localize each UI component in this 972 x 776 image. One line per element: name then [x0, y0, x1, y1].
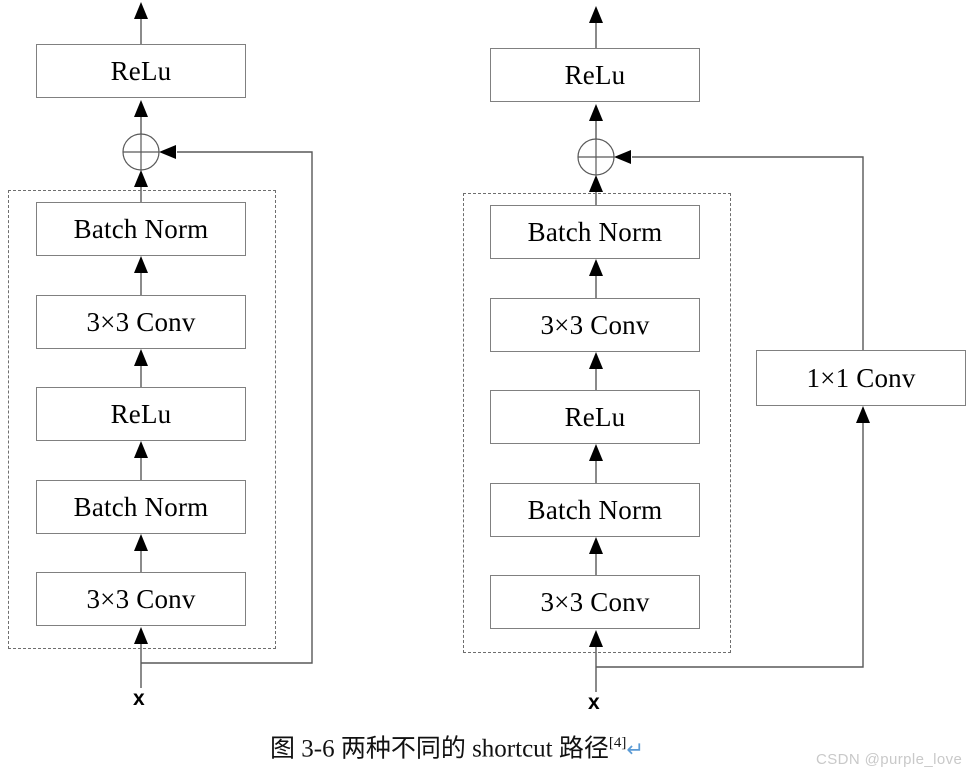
left-layer-batch-norm-1[interactable]: Batch Norm — [36, 480, 246, 534]
right-add-operator-circle — [577, 138, 615, 176]
right-layer-conv-2[interactable]: 3×3 Conv — [490, 298, 700, 352]
right-layer-batch-norm-1[interactable]: Batch Norm — [490, 483, 700, 537]
left-layer-relu-1[interactable]: ReLu — [36, 387, 246, 441]
right-relu-to-conv2-arrow — [589, 352, 603, 390]
left-relu-to-conv2-arrow — [134, 349, 148, 387]
right-layer-conv-1[interactable]: 3×3 Conv — [490, 575, 700, 629]
right-conv2-to-bn2-arrow — [589, 259, 603, 298]
left-bn1-to-relu-arrow — [134, 441, 148, 480]
right-projection-shortcut-upper-path — [614, 150, 864, 350]
right-output-relu-box[interactable]: ReLu — [490, 48, 700, 102]
left-layer-batch-norm-2[interactable]: Batch Norm — [36, 202, 246, 256]
right-conv1-to-bn1-arrow — [589, 537, 603, 575]
right-layer-relu-1[interactable]: ReLu — [490, 390, 700, 444]
right-projection-shortcut-lower-path — [596, 406, 870, 668]
left-input-label-x: x — [133, 687, 145, 710]
right-layer-batch-norm-2[interactable]: Batch Norm — [490, 205, 700, 259]
left-layer-conv-2[interactable]: 3×3 Conv — [36, 295, 246, 349]
left-input-to-conv1-arrow — [134, 627, 148, 688]
left-conv1-to-bn1-arrow — [134, 534, 148, 572]
csdn-watermark: CSDN @purple_love — [816, 751, 963, 768]
figure-caption: 图 3-6 两种不同的 shortcut 路径[4]↵ — [270, 735, 644, 763]
right-shortcut-conv-1x1[interactable]: 1×1 Conv — [756, 350, 966, 406]
right-residual-branch-group — [463, 193, 731, 653]
left-output-relu-box[interactable]: ReLu — [36, 44, 246, 98]
left-conv2-to-bn2-arrow — [134, 256, 148, 295]
figure-caption-text: 图 3-6 两种不同的 shortcut 路径 — [270, 735, 609, 763]
figure-caption-reference: [4] — [608, 735, 627, 751]
paragraph-return-icon: ↵ — [626, 737, 644, 762]
left-layer-conv-1[interactable]: 3×3 Conv — [36, 572, 246, 626]
right-bn1-to-relu-arrow — [589, 444, 603, 483]
left-bn-to-add-arrow — [134, 170, 148, 202]
left-identity-shortcut-path — [141, 145, 313, 664]
right-input-to-conv1-arrow — [589, 630, 603, 692]
left-residual-branch-group — [8, 190, 276, 649]
right-output-arrow — [589, 6, 603, 48]
left-add-operator-circle — [122, 133, 160, 171]
right-input-label-x: x — [588, 691, 600, 714]
left-output-arrow — [134, 2, 148, 44]
